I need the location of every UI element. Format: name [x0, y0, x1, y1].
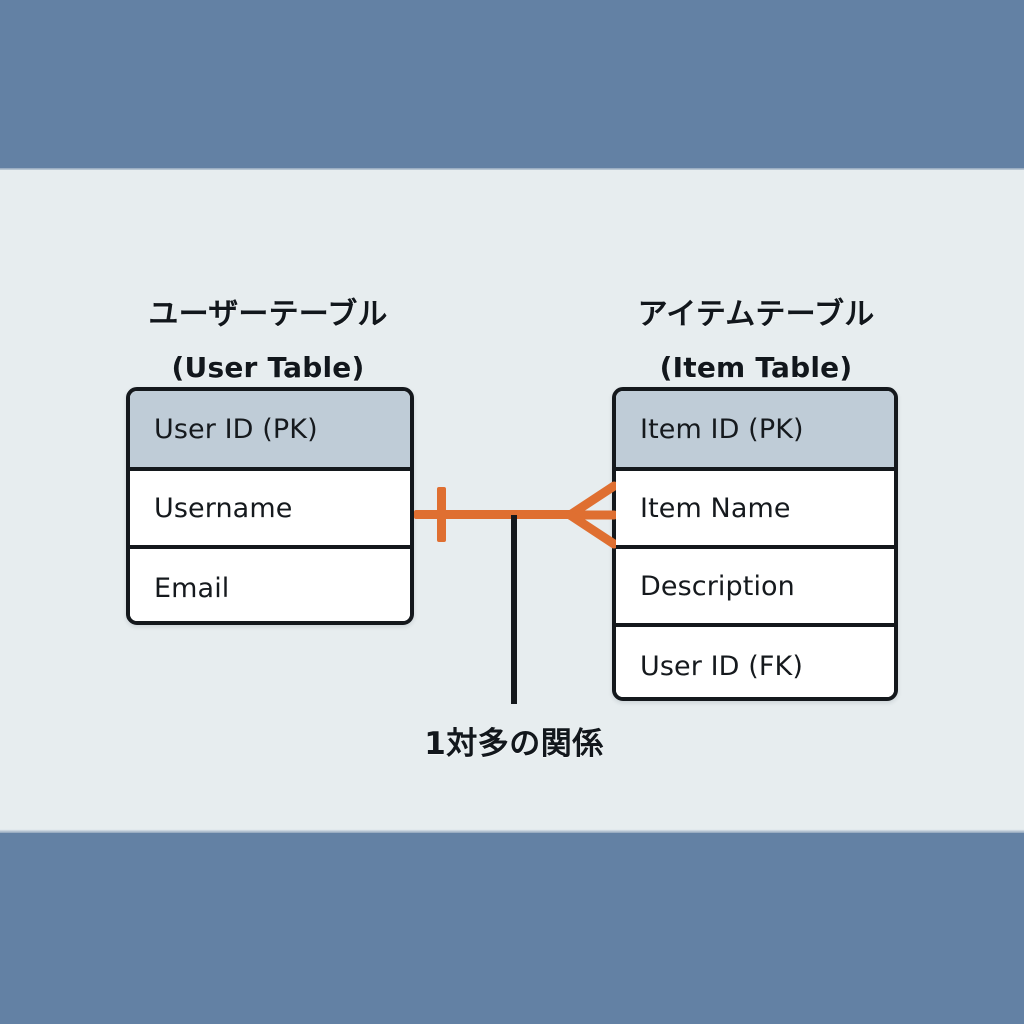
- entity-row-username[interactable]: Username: [130, 471, 410, 549]
- letterbox-band-bottom: [0, 833, 1024, 1024]
- user-table-title: ユーザーテーブル (User Table): [68, 278, 468, 403]
- entity-row-item-id[interactable]: Item ID (PK): [616, 391, 894, 471]
- entity-row-description[interactable]: Description: [616, 549, 894, 627]
- entity-row-item-name[interactable]: Item Name: [616, 471, 894, 549]
- letterbox-seam-bottom: [0, 829, 1024, 833]
- letterbox-band-top: [0, 0, 1024, 170]
- entity-row-user-id[interactable]: User ID (PK): [130, 391, 410, 471]
- user-table-title-jp: ユーザーテーブル: [148, 296, 388, 332]
- letterbox-seam-top: [0, 168, 1024, 171]
- cardinality-one-tick-icon: [437, 487, 446, 542]
- item-table-title-jp: アイテムテーブル: [637, 296, 875, 332]
- caption-leader-line: [511, 515, 517, 704]
- relationship-line: [414, 510, 574, 519]
- entity-row-user-id-fk[interactable]: User ID (FK): [616, 627, 894, 697]
- entity-user-table[interactable]: User ID (PK) Username Email: [126, 387, 414, 625]
- item-table-title: アイテムテーブル (Item Table): [556, 278, 956, 403]
- user-table-title-en: (User Table): [171, 351, 365, 385]
- cardinality-many-crowsfoot-icon: [566, 480, 616, 550]
- entity-row-email[interactable]: Email: [130, 549, 410, 621]
- item-table-title-en: (Item Table): [659, 351, 853, 385]
- entity-item-table[interactable]: Item ID (PK) Item Name Description User …: [612, 387, 898, 701]
- relationship-caption: 1対多の関係: [424, 726, 604, 762]
